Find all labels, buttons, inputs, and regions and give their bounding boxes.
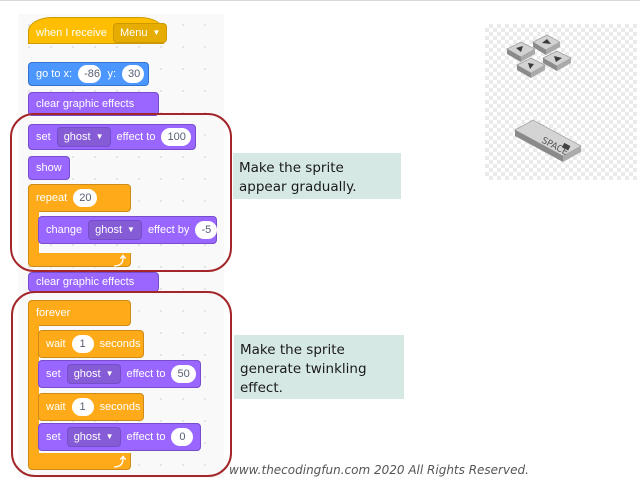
chevron-down-icon: ▼ [95,132,104,141]
change-label: change [46,224,83,236]
change-value-input[interactable]: -5 [195,221,218,239]
show-block[interactable]: show [28,156,70,180]
highlight-frame-appear [10,113,232,272]
wait-seconds-input[interactable]: 1 [71,335,94,353]
wait-block[interactable]: wait 1 seconds [38,330,144,358]
note-appear: Make the sprite appear gradually. [233,153,401,199]
clear-graphic-effects-block[interactable]: clear graphic effects [28,272,159,292]
effect-dropdown[interactable]: ghost▼ [56,127,111,147]
repeat-block[interactable]: repeat 20 [28,184,131,212]
forever-arm [28,325,39,455]
effect-dropdown[interactable]: ghost▼ [66,427,121,447]
arrow-key-left [506,41,536,62]
set-label: set [36,131,51,143]
show-label: show [36,162,62,174]
forever-label: forever [36,307,71,319]
clear-graphic-effects-block[interactable]: clear graphic effects [28,92,159,116]
loop-arrow-icon: ⤴ [114,455,127,469]
wait-unit-label: seconds [99,401,141,413]
set-effect-block[interactable]: set ghost▼ effect to 0 [38,423,201,451]
effect-to-label: effect to [126,431,166,443]
clear-effects-label: clear graphic effects [36,276,135,288]
arrow-key-up [532,34,561,55]
arrow-keys-icon [506,34,572,78]
when-i-receive-block[interactable]: when I receive Menu▼ [28,17,168,44]
repeat-count-input[interactable]: 20 [73,189,98,207]
hat-label: when I receive [36,27,107,39]
effect-dropdown[interactable]: ghost▼ [88,220,142,240]
space-key-icon: SPACE [514,119,582,162]
arrow-key-down [516,57,546,78]
change-effect-block[interactable]: change ghost▼ effect by -5 [38,216,218,244]
note-twinkle: Make the sprite generate twinkling effec… [234,335,404,399]
top-divider [0,0,640,1]
chevron-down-icon: ▼ [152,28,161,37]
forever-block[interactable]: forever [28,300,131,326]
message-dropdown[interactable]: Menu▼ [112,23,168,43]
effect-to-label: effect to [116,131,156,143]
y-input[interactable]: 30 [122,65,144,83]
effect-by-label: effect by [147,224,190,236]
wait-label: wait [46,338,66,350]
chevron-down-icon: ▼ [105,432,114,441]
repeat-arm [28,211,39,255]
effect-to-label: effect to [126,368,166,380]
wait-seconds-input[interactable]: 1 [71,398,94,416]
effect-value-input[interactable]: 100 [161,128,191,146]
wait-block[interactable]: wait 1 seconds [38,393,144,421]
set-label: set [46,368,61,380]
effect-dropdown[interactable]: ghost▼ [66,364,121,384]
set-effect-block[interactable]: set ghost▼ effect to 50 [38,360,201,388]
goto-label-y: y: [107,68,116,80]
go-to-xy-block[interactable]: go to x: -86 y: 30 [28,62,149,86]
repeat-label: repeat [36,192,68,204]
set-effect-block[interactable]: set ghost▼ effect to 100 [28,124,196,150]
arrow-key-right [542,50,572,71]
effect-value-input[interactable]: 50 [171,365,196,383]
clear-effects-label: clear graphic effects [36,98,135,110]
chevron-down-icon: ▼ [127,225,135,234]
loop-arrow-icon: ⤴ [114,254,127,268]
wait-unit-label: seconds [99,338,141,350]
wait-label: wait [46,401,66,413]
chevron-down-icon: ▼ [105,369,114,378]
x-input[interactable]: -86 [78,65,102,83]
set-label: set [46,431,61,443]
key-icons-panel: SPACE [485,24,637,180]
goto-label-x: go to x: [36,68,73,80]
copyright-footer: www.thecodingfun.com 2020 All Rights Res… [229,463,529,477]
highlight-frame-twinkle [11,291,232,477]
effect-value-input[interactable]: 0 [171,428,194,446]
